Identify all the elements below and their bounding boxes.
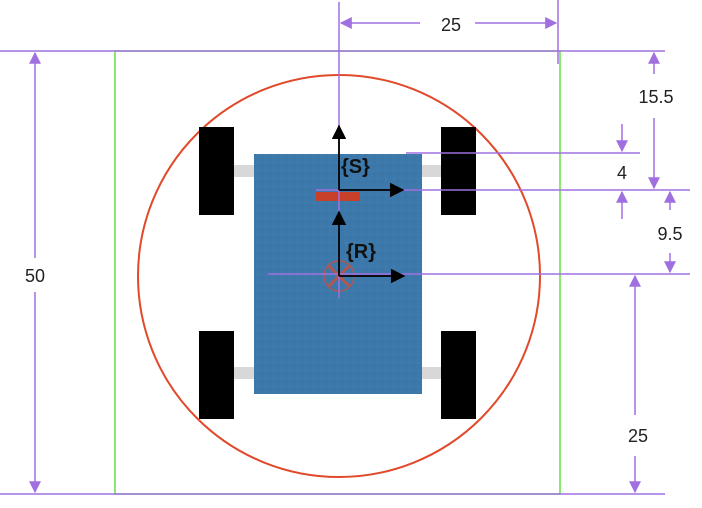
dim-sensor-to-robot-label: 9.5 (657, 224, 682, 244)
dimension-arrows (29, 17, 676, 494)
axle-bottom-right (421, 367, 443, 379)
dim-robot-to-bottom-label: 25 (628, 426, 648, 446)
axle-top-right (421, 165, 443, 177)
dim-overall-height-label: 50 (25, 266, 45, 286)
sensor-bar (316, 192, 360, 201)
dim-sensor-height-label: 4 (617, 163, 627, 183)
wheel-bottom-right (441, 331, 476, 419)
axle-bottom-left (234, 367, 256, 379)
dim-top-width-label: 25 (441, 15, 461, 35)
robot-frame-label: {R} (346, 241, 376, 263)
wheel-top-right (441, 127, 476, 215)
wheel-bottom-left (199, 331, 234, 419)
axle-top-left (234, 165, 256, 177)
dim-top-to-sensor-label: 15.5 (638, 87, 673, 107)
sensor-frame-label: {S} (341, 156, 370, 178)
robot-frame-axes (331, 210, 406, 284)
sensor-frame-axes (331, 124, 405, 198)
wheel-top-left (199, 127, 234, 215)
